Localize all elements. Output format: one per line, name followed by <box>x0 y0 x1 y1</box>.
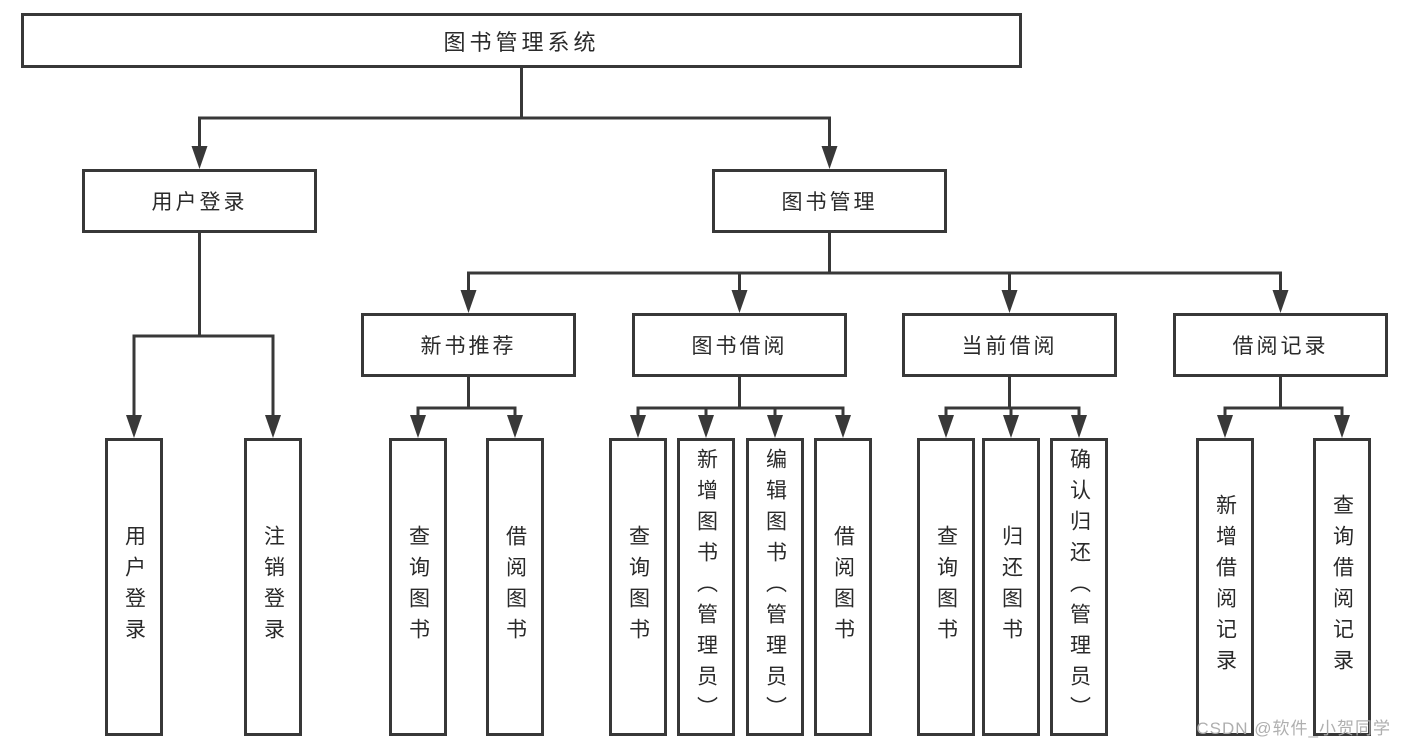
node-root: 图书管理系统 <box>21 13 1022 68</box>
leaf-rec-borrow-books: 借阅图书 <box>486 438 544 736</box>
leaf-cb-confirm-return-admin: 确认归还（管理员） <box>1050 438 1108 736</box>
leaf-br-query-record: 查询借阅记录 <box>1313 438 1371 736</box>
leaf-bb-add-books-admin: 新增图书（管理员） <box>677 438 735 736</box>
leaf-cb-return-books: 归还图书 <box>982 438 1040 736</box>
leaf-cb-query-books: 查询图书 <box>917 438 975 736</box>
leaf-br-add-record: 新增借阅记录 <box>1196 438 1254 736</box>
leaf-logout-login: 注销登录 <box>244 438 302 736</box>
watermark: CSDN @软件_小贺同学 <box>1196 719 1391 738</box>
node-book-management: 图书管理 <box>712 169 947 233</box>
leaf-rec-query-books: 查询图书 <box>389 438 447 736</box>
node-user-login: 用户登录 <box>82 169 317 233</box>
leaf-bb-edit-books-admin: 编辑图书（管理员） <box>746 438 804 736</box>
leaf-bb-query-books: 查询图书 <box>609 438 667 736</box>
leaf-user-login: 用户登录 <box>105 438 163 736</box>
node-book-borrowing: 图书借阅 <box>632 313 847 377</box>
node-borrowing-records: 借阅记录 <box>1173 313 1388 377</box>
node-current-borrowing: 当前借阅 <box>902 313 1117 377</box>
leaf-bb-borrow-books: 借阅图书 <box>814 438 872 736</box>
node-new-book-recommend: 新书推荐 <box>361 313 576 377</box>
